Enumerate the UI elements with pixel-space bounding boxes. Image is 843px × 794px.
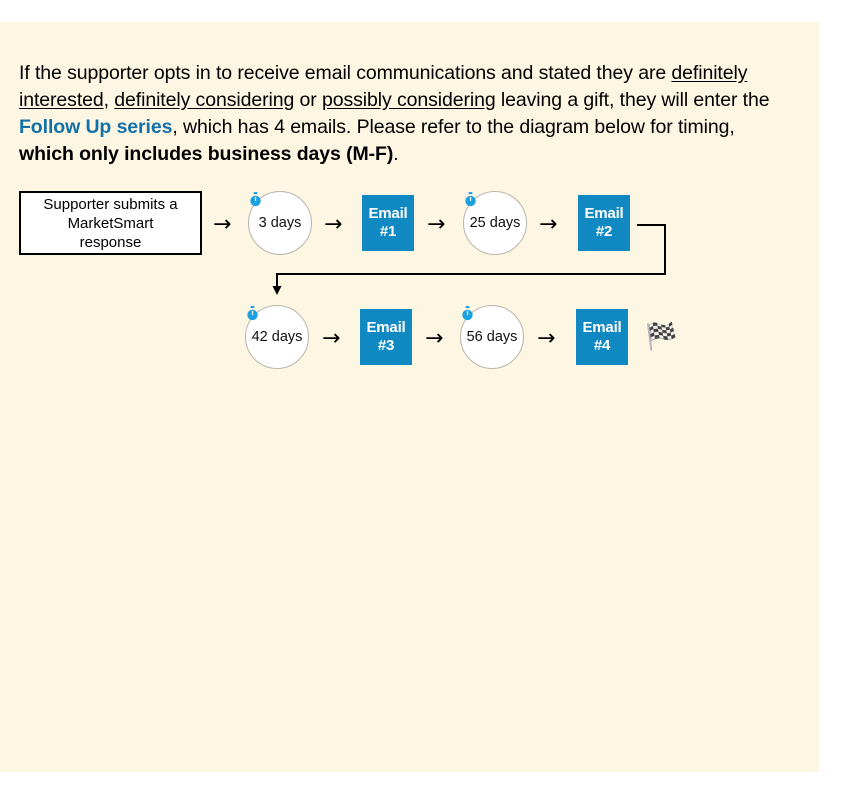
- stopwatch-icon: [250, 192, 261, 207]
- stopwatch-icon: [465, 192, 476, 207]
- email-node-1: Email #1: [362, 195, 414, 251]
- delay-node-42-days: 42 days: [245, 305, 309, 369]
- intro-text-part4: .: [393, 142, 399, 165]
- email-node-4: Email #4: [576, 309, 628, 365]
- email-2-line2: #2: [595, 223, 613, 240]
- intro-text-part3: , which has 4 emails. Please refer to th…: [172, 115, 735, 138]
- email-1-line1: Email: [368, 205, 408, 222]
- intro-bold-business-days: which only includes business days (M-F): [19, 142, 394, 165]
- email-node-2: Email #2: [578, 195, 630, 251]
- delay-label-25-days: 25 days: [469, 214, 521, 231]
- delay-node-3-days: 3 days: [248, 191, 312, 255]
- elbow-connector: [272, 224, 666, 295]
- delay-node-56-days: 56 days: [460, 305, 524, 369]
- delay-label-3-days: 3 days: [258, 214, 302, 231]
- intro-paragraph: If the supporter opts in to receive emai…: [19, 60, 779, 168]
- arrow-delay2-to-email2: →: [539, 212, 558, 237]
- intro-text-part2: leaving a gift, they will enter the: [495, 88, 770, 111]
- email-node-3: Email #3: [360, 309, 412, 365]
- intro-text-part1: If the supporter opts in to receive emai…: [19, 61, 672, 84]
- email-4-line2: #4: [593, 337, 611, 354]
- intro-accent-follow-up-series: Follow Up series: [19, 115, 173, 138]
- arrow-delay3-to-email3: →: [322, 326, 341, 351]
- intro-text-or: or: [294, 88, 322, 111]
- checkered-flag-icon: 🏁: [645, 322, 678, 352]
- email-3-line1: Email: [366, 319, 406, 336]
- start-node-line1: Supporter submits a: [43, 195, 178, 213]
- intro-comma: ,: [103, 88, 115, 111]
- arrow-delay4-to-email4: →: [537, 326, 556, 351]
- stopwatch-icon: [462, 306, 473, 321]
- arrow-email3-to-delay4: →: [425, 326, 444, 351]
- page-canvas: If the supporter opts in to receive emai…: [0, 22, 819, 772]
- email-1-line2: #1: [379, 223, 397, 240]
- arrow-email1-to-delay2: →: [427, 212, 446, 237]
- delay-label-42-days: 42 days: [251, 328, 303, 345]
- email-series-flow-diagram: Supporter submits a MarketSmart response…: [0, 162, 819, 392]
- email-2-line1: Email: [584, 205, 624, 222]
- arrow-delay1-to-email1: →: [324, 212, 343, 237]
- delay-label-56-days: 56 days: [466, 328, 518, 345]
- delay-node-25-days: 25 days: [463, 191, 527, 255]
- email-3-line2: #3: [377, 337, 395, 354]
- start-node-supporter-submits: Supporter submits a MarketSmart response: [19, 191, 202, 255]
- arrow-start-to-delay1: →: [213, 212, 232, 237]
- intro-underline-definitely-interested: definitely interested: [19, 61, 748, 111]
- start-node-line3: response: [79, 233, 142, 251]
- start-node-line2: MarketSmart: [67, 214, 154, 232]
- intro-underline-possibly-considering: possibly considering: [321, 88, 496, 111]
- intro-underline-definitely-considering: definitely considering: [114, 88, 295, 111]
- email-4-line1: Email: [582, 319, 622, 336]
- stopwatch-icon: [247, 306, 258, 321]
